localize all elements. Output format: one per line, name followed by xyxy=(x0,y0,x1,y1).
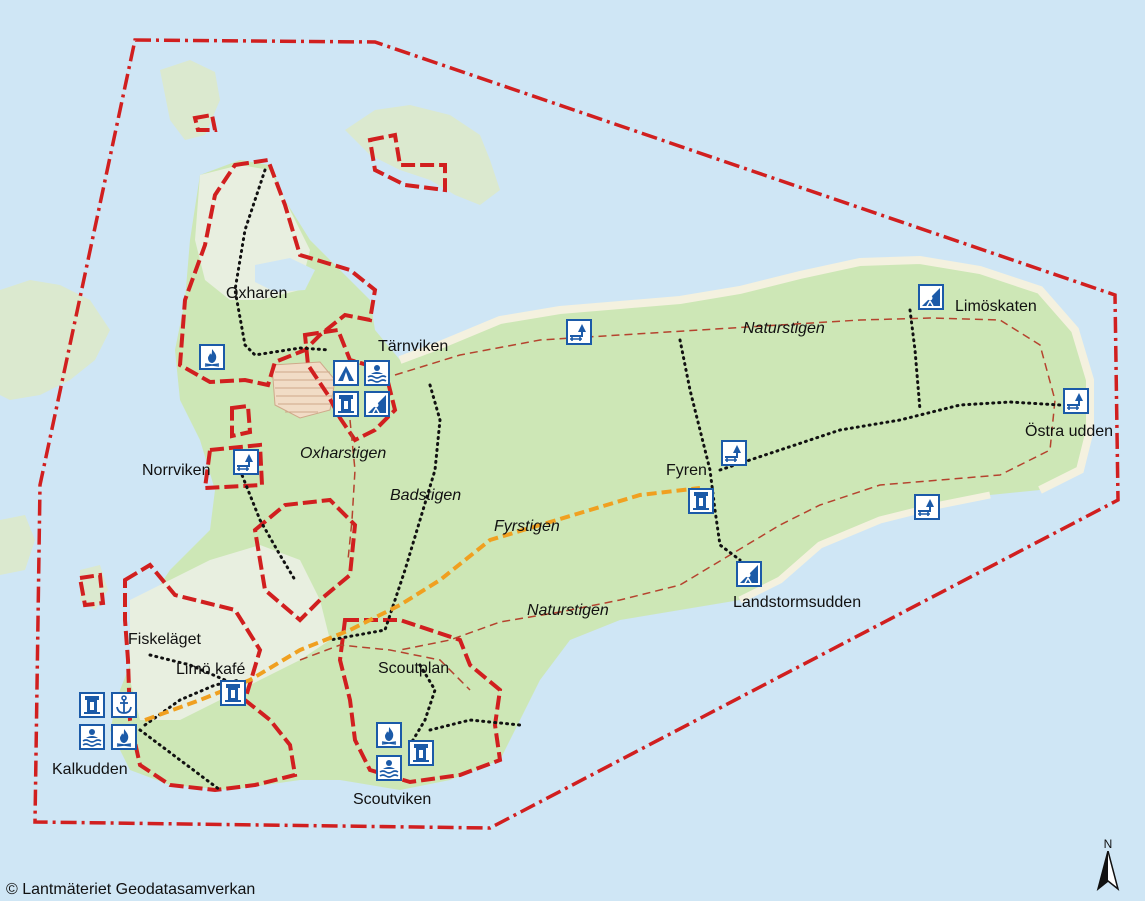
lagoon xyxy=(255,258,315,292)
north-arrow-icon xyxy=(1096,848,1120,892)
inner-boundary xyxy=(337,618,503,785)
picnic-table-icon[interactable] xyxy=(566,319,592,345)
trail-dotted xyxy=(908,308,922,412)
trail-label-naturstigen-south: Naturstigen xyxy=(527,602,609,619)
swimming-icon[interactable] xyxy=(376,755,402,781)
trail-dotted xyxy=(718,400,1062,472)
inner-boundary xyxy=(230,403,253,439)
picnic-table-icon[interactable] xyxy=(1063,388,1089,414)
toilet-icon[interactable] xyxy=(79,692,105,718)
fireplace-icon[interactable] xyxy=(376,722,402,748)
trail-fyrstigen xyxy=(144,486,701,722)
place-label-scoutviken: Scoutviken xyxy=(353,791,432,808)
trail-dotted xyxy=(233,168,332,357)
shoreline xyxy=(398,255,1094,494)
trail-dotted xyxy=(678,338,742,562)
reserve-boundary xyxy=(33,38,1120,830)
trail-dotted xyxy=(143,678,242,727)
place-label-kalkudden: Kalkudden xyxy=(52,761,128,778)
tent-icon[interactable] xyxy=(333,360,359,386)
trail-path xyxy=(347,419,356,561)
trail-path xyxy=(299,644,471,691)
toilet-icon[interactable] xyxy=(333,391,359,417)
inner-boundary xyxy=(202,442,265,491)
north-arrow: N xyxy=(1093,837,1123,895)
place-label-landstormsudden: Landstormsudden xyxy=(733,594,862,611)
place-label-tarnviken: Tärnviken xyxy=(378,338,449,355)
north-label: N xyxy=(1103,837,1113,851)
inner-boundary xyxy=(367,132,447,193)
copyright-text: © Lantmäteriet Geodatasamverkan xyxy=(6,881,256,898)
hatched-lines xyxy=(274,371,333,413)
trail-dotted xyxy=(148,653,227,682)
trail-label-naturstigen-north: Naturstigen xyxy=(743,320,825,337)
viewpoint-icon[interactable] xyxy=(918,284,944,310)
island xyxy=(0,280,110,400)
swimming-icon[interactable] xyxy=(364,360,390,386)
picnic-table-icon[interactable] xyxy=(914,494,940,520)
inner-boundary xyxy=(252,497,358,623)
inner-boundary xyxy=(302,327,398,443)
place-label-ostra-udden: Östra udden xyxy=(1025,423,1114,440)
place-label-oxharen: Oxharen xyxy=(226,285,288,302)
anchor-icon[interactable] xyxy=(111,692,137,718)
trail-label-oxharstigen: Oxharstigen xyxy=(300,445,387,462)
shoreline xyxy=(738,491,991,604)
trail-dotted xyxy=(238,468,297,582)
trail-dotted xyxy=(138,728,222,792)
trail-dotted xyxy=(428,718,522,732)
place-label-scoutplan: Scoutplan xyxy=(378,660,450,677)
fireplace-icon[interactable] xyxy=(111,724,137,750)
island xyxy=(0,515,35,575)
place-label-limo-kafe: Limö kafé xyxy=(176,661,246,678)
toilet-icon[interactable] xyxy=(688,488,714,514)
toilet-icon[interactable] xyxy=(408,740,434,766)
place-label-fyren: Fyren xyxy=(666,462,707,479)
island xyxy=(160,60,220,140)
picnic-table-icon[interactable] xyxy=(233,449,259,475)
place-label-norrviken: Norrviken xyxy=(142,462,211,479)
main-island xyxy=(110,160,1090,790)
trail-label-badstigen: Badstigen xyxy=(390,487,462,504)
fireplace-icon[interactable] xyxy=(199,344,225,370)
toilet-icon[interactable] xyxy=(220,680,246,706)
viewpoint-icon[interactable] xyxy=(364,391,390,417)
trail-naturstigen xyxy=(394,317,1056,651)
place-label-limoskaten: Limöskaten xyxy=(955,298,1037,315)
picnic-table-icon[interactable] xyxy=(721,440,747,466)
viewpoint-icon[interactable] xyxy=(736,561,762,587)
settlement-area xyxy=(130,545,330,720)
swimming-icon[interactable] xyxy=(79,724,105,750)
place-label-fiskelaget: Fiskeläget xyxy=(128,631,201,648)
island xyxy=(345,105,500,205)
trail-label-fyrstigen: Fyrstigen xyxy=(494,518,560,535)
inner-boundary xyxy=(77,572,106,608)
inner-boundary xyxy=(192,112,218,132)
